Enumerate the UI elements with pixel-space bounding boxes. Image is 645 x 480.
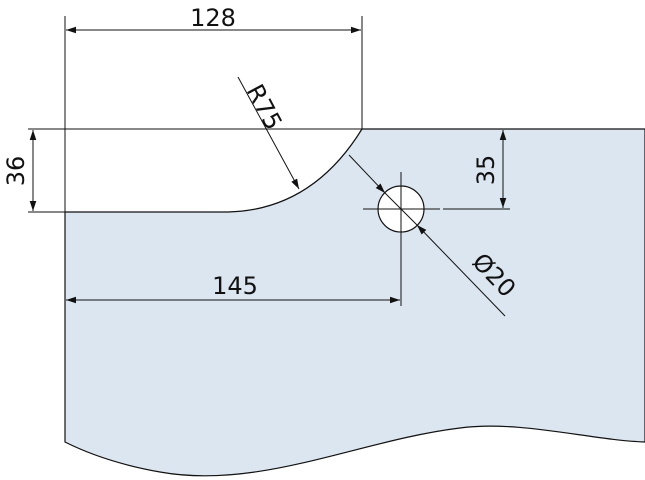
dimension-label-128: 128	[190, 4, 236, 32]
dimension-145: 145	[66, 272, 400, 304]
dimension-label-36: 36	[2, 156, 30, 187]
extension-lines	[28, 16, 510, 305]
glass-plate	[64, 128, 645, 477]
dimension-label-r75: R75	[241, 80, 288, 135]
dimension-label-145: 145	[212, 272, 258, 300]
dimension-r75: R75	[237, 76, 300, 190]
dimension-35: 35	[472, 130, 507, 208]
dimension-36: 36	[2, 130, 37, 211]
dimension-128: 128	[66, 4, 361, 34]
dimension-label-35: 35	[472, 155, 500, 186]
